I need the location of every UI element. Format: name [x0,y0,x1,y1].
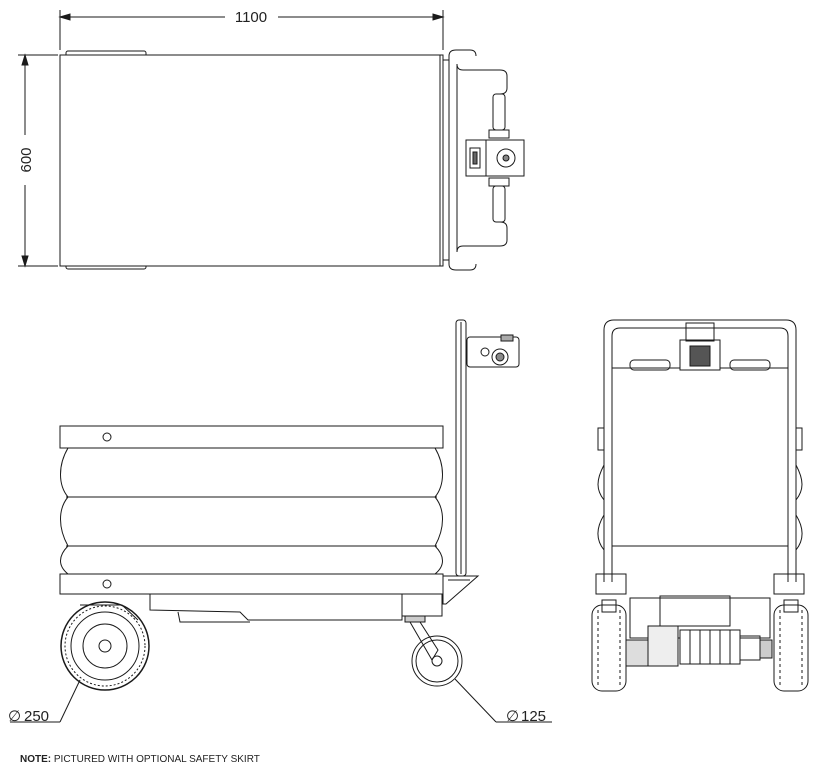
safety-skirt [60,447,443,575]
front-left-wheel [591,599,627,692]
drive-motor [625,595,773,667]
front-right-wheel [773,599,809,692]
rear-wheel-diameter-label: 250 [24,708,49,725]
side-base [59,573,444,595]
width-dimension-label: 600 [18,147,35,172]
footnote-prefix: NOTE: [20,754,52,765]
footnote: NOTE: PICTURED WITH OPTIONAL SAFETY SKIR… [20,754,260,765]
length-dimension-label: 1100 [235,9,267,26]
control-box-side [466,336,520,368]
castor-wheel-diameter-symbol: ∅ [506,708,519,725]
side-top-deck [59,425,444,449]
rear-wheel [60,601,150,691]
width-dimension: 600 [18,53,58,268]
rear-wheel-diameter-symbol: ∅ [8,708,21,725]
top-view: 1100 600 [18,9,525,271]
side-view: ∅ 250 ∅ 125 [8,319,552,725]
front-view [591,319,809,692]
castor-wheel [411,635,463,687]
castor-wheel-diameter-label: 125 [521,708,546,725]
footnote-text: PICTURED WITH OPTIONAL SAFETY SKIRT [51,754,260,765]
top-platform [59,54,444,267]
side-handle [455,319,520,577]
length-dimension: 1100 [58,9,445,50]
front-base [595,573,627,595]
top-handle [442,49,525,271]
